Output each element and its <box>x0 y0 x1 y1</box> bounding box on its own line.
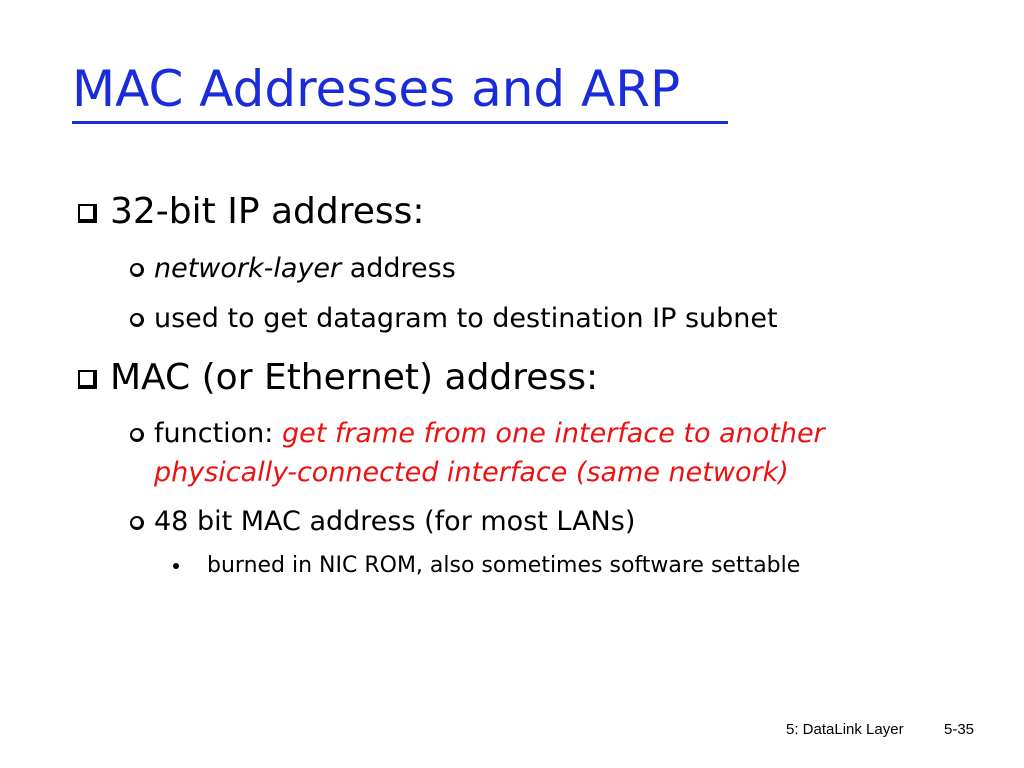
bullet-burned-in: burned in NIC ROM, also sometimes softwa… <box>207 553 801 578</box>
slide-title: MAC Addresses and ARP <box>72 60 681 118</box>
function-label: function: <box>154 418 282 449</box>
square-bullet-icon <box>78 370 97 389</box>
network-layer-italic: network-layer <box>154 253 342 284</box>
bullet-used-to-get: used to get datagram to destination IP s… <box>154 303 778 334</box>
bullet-function-line2: physically-connected interface (same net… <box>154 457 789 488</box>
circle-bullet-icon <box>130 516 144 530</box>
circle-bullet-icon <box>130 428 144 442</box>
footer-page-number: 5-35 <box>944 721 975 738</box>
bullet-network-layer: network-layer address <box>154 250 456 288</box>
bullet-mac-heading: MAC (or Ethernet) address: <box>110 357 599 398</box>
bullet-function-line1: function: get frame from one interface t… <box>154 415 825 453</box>
square-bullet-icon <box>78 204 97 223</box>
footer-chapter: 5: DataLink Layer <box>786 721 904 738</box>
circle-bullet-icon <box>130 263 144 277</box>
circle-bullet-icon <box>130 313 144 327</box>
bullet-48-bit: 48 bit MAC address (for most LANs) <box>154 506 636 537</box>
bullet-ip-heading: 32-bit IP address: <box>110 191 425 232</box>
title-underline <box>72 121 728 124</box>
dot-bullet-icon <box>173 563 179 569</box>
network-layer-rest: address <box>341 253 456 284</box>
function-text-red: get frame from one interface to another <box>281 418 825 449</box>
